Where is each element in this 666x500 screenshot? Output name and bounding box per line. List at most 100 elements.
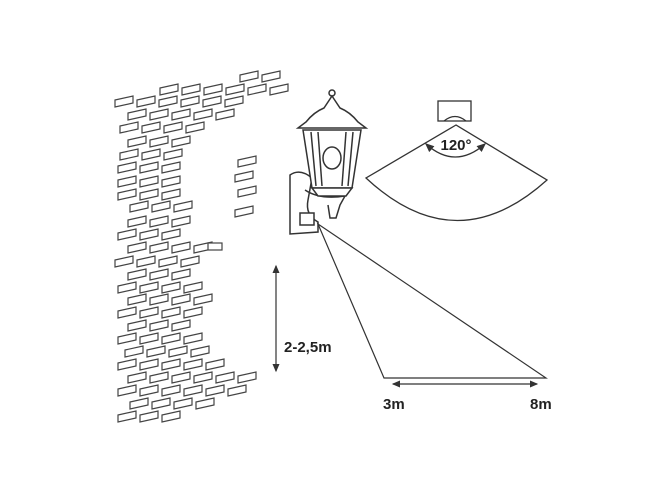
- brick: [161, 161, 181, 174]
- brick: [139, 175, 159, 188]
- light-bulb-icon: [322, 146, 342, 170]
- brick: [185, 121, 205, 134]
- brick: [163, 148, 183, 161]
- brick: [127, 215, 147, 228]
- brick: [139, 228, 159, 241]
- lamp-roof: [295, 94, 369, 129]
- brick: [149, 108, 169, 121]
- brick: [183, 358, 203, 371]
- brick: [190, 345, 210, 358]
- brick: [139, 161, 159, 174]
- brick: [127, 108, 147, 121]
- brick: [171, 108, 191, 121]
- brick: [234, 170, 254, 183]
- brick: [149, 241, 169, 254]
- brick: [237, 371, 257, 384]
- brick: [119, 121, 139, 134]
- brick: [158, 255, 178, 268]
- brick: [215, 371, 235, 384]
- brick: [117, 358, 137, 371]
- brick: [171, 135, 191, 148]
- brick: [193, 108, 213, 121]
- brick: [151, 397, 171, 410]
- brick: [149, 268, 169, 281]
- brick: [269, 83, 289, 96]
- brick: [117, 175, 137, 188]
- brick: [171, 293, 191, 306]
- brick: [127, 371, 147, 384]
- angle-label: 120°: [440, 137, 471, 154]
- brick: [119, 148, 139, 161]
- top-view-sector: [364, 100, 549, 222]
- brick: [117, 410, 137, 423]
- brick: [181, 83, 201, 96]
- brick: [247, 83, 267, 96]
- brick: [149, 293, 169, 306]
- brick: [139, 188, 159, 201]
- brick: [139, 384, 159, 397]
- brick: [117, 188, 137, 201]
- brick: [149, 319, 169, 332]
- brick: [149, 371, 169, 384]
- brick: [127, 268, 147, 281]
- brick: [193, 293, 213, 306]
- brick: [149, 135, 169, 148]
- brick: [205, 358, 225, 371]
- brick: [127, 293, 147, 306]
- brick: [161, 175, 181, 188]
- brick-wall: [114, 70, 289, 423]
- brick: [114, 255, 134, 268]
- brick: [136, 95, 156, 108]
- brick: [129, 200, 149, 213]
- brick: [237, 155, 257, 168]
- brick: [261, 70, 281, 83]
- brick: [180, 255, 200, 268]
- brick: [136, 255, 156, 268]
- brick: [161, 188, 181, 201]
- brick: [149, 215, 169, 228]
- brick: [141, 121, 161, 134]
- brick: [117, 161, 137, 174]
- brick: [173, 200, 193, 213]
- brick: [237, 185, 257, 198]
- brick: [117, 281, 137, 294]
- lamp-arm: [304, 189, 347, 219]
- brick: [127, 241, 147, 254]
- brick: [173, 397, 193, 410]
- angle-arc: [425, 143, 486, 158]
- brick: [224, 95, 244, 108]
- brick: [146, 345, 166, 358]
- brick: [161, 410, 181, 423]
- brick: [215, 108, 235, 121]
- brick: [171, 268, 191, 281]
- brick: [193, 371, 213, 384]
- brick: [205, 384, 225, 397]
- brick: [114, 95, 134, 108]
- brick: [117, 332, 137, 345]
- brick: [141, 148, 161, 161]
- brick: [161, 384, 181, 397]
- motion-sensor: [299, 212, 315, 226]
- brick: [161, 332, 181, 345]
- brick: [139, 306, 159, 319]
- brick: [161, 281, 181, 294]
- sensor-top-view: [437, 100, 472, 122]
- brick: [139, 281, 159, 294]
- brick: [171, 215, 191, 228]
- min-distance-label: 3m: [383, 396, 405, 413]
- brick: [127, 135, 147, 148]
- side-view-range: [272, 222, 548, 388]
- brick: [117, 384, 137, 397]
- brick: [139, 410, 159, 423]
- brick: [151, 200, 171, 213]
- brick: [225, 83, 245, 96]
- max-distance-label: 8m: [530, 396, 552, 413]
- brick: [161, 228, 181, 241]
- brick: [183, 306, 203, 319]
- brick: [183, 332, 203, 345]
- wall-lamp: [289, 89, 369, 235]
- brick: [163, 121, 183, 134]
- brick: [159, 83, 179, 96]
- brick: [227, 384, 247, 397]
